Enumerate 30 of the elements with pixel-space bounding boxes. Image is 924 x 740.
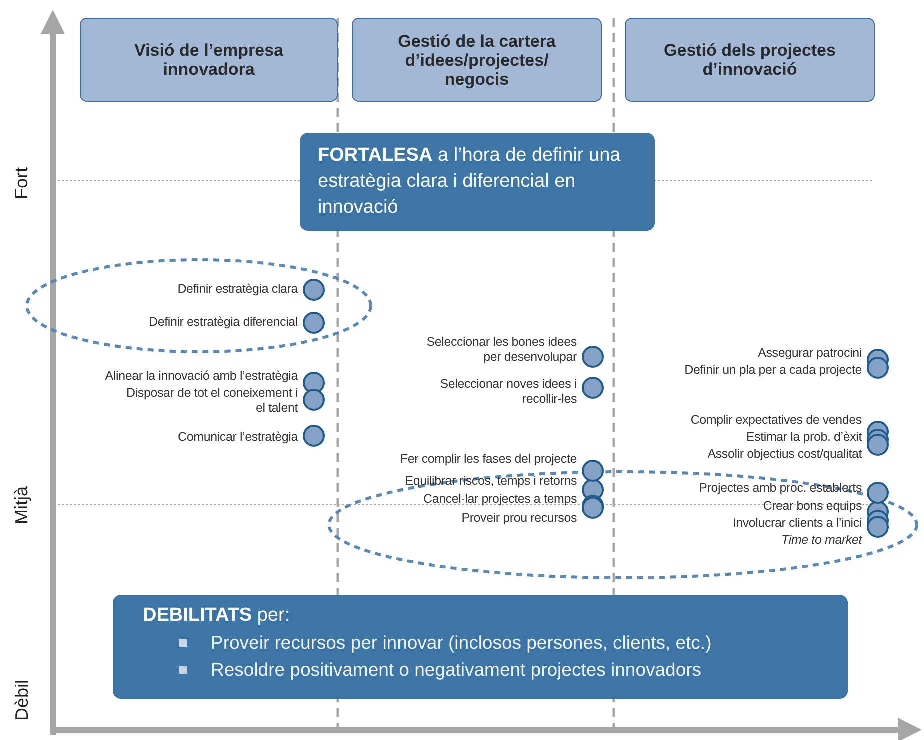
- item-label: Definir estratègia diferencial: [148, 315, 298, 330]
- column-header: Gestió de la cartera d’idees/projectes/ negocis: [352, 18, 602, 102]
- item-label: Cancel·lar projectes a temps: [422, 492, 577, 507]
- axis-label: Dèbil: [12, 679, 33, 721]
- item-label: Complir expectatives de vendes: [690, 413, 862, 428]
- box-heading: DEBILITATS per:: [143, 604, 292, 628]
- item-label: Proveir prou recursos: [460, 511, 577, 526]
- item-label: Seleccionar les bones idees per desenvolupar: [426, 335, 577, 365]
- item-label: Fer complir les fases del projecte: [399, 452, 577, 467]
- bullet-text: Proveir recursos per innovar (inclosos persones, clients, etc.): [211, 631, 712, 655]
- item-label: Definir estratègia clara: [176, 282, 298, 297]
- item-label: Involucrar clients a l’inici: [732, 516, 862, 531]
- item-label: Seleccionar noves idees i recollir-les: [439, 377, 577, 407]
- item-label: Assegurar patrocini: [757, 346, 862, 361]
- column-header: Visió de l’empresa innovadora: [80, 18, 338, 102]
- item-label: Disposar de tot el coneixement i el talent: [126, 386, 298, 416]
- column-header: Gestió dels projectes d’innovació: [625, 18, 875, 102]
- item-label: Estimar la prob. d’èxit: [745, 430, 862, 445]
- item-label: Assolir objectius cost/qualitat: [706, 447, 862, 462]
- item-label: Alinear la innovació amb l’estratègia: [104, 369, 298, 384]
- axis-label: Fort: [12, 167, 32, 199]
- axis-label: Mitjà: [12, 486, 32, 524]
- item-label: Time to market: [780, 533, 862, 548]
- item-label: Equilibrar riscos, temps i retorns: [404, 474, 577, 489]
- strength-box: FORTALESA a l’hora de definir una estratègia clara i diferencial en innovació: [300, 133, 655, 231]
- item-label: Comunicar l’estratègia: [177, 430, 298, 445]
- weakness-box: [113, 595, 848, 699]
- item-label: Crear bons equips: [762, 499, 862, 514]
- item-label: Definir un pla per a cada projecte: [684, 363, 862, 378]
- bullet-text: Resoldre positivament o negativament projectes innovadors: [211, 658, 702, 682]
